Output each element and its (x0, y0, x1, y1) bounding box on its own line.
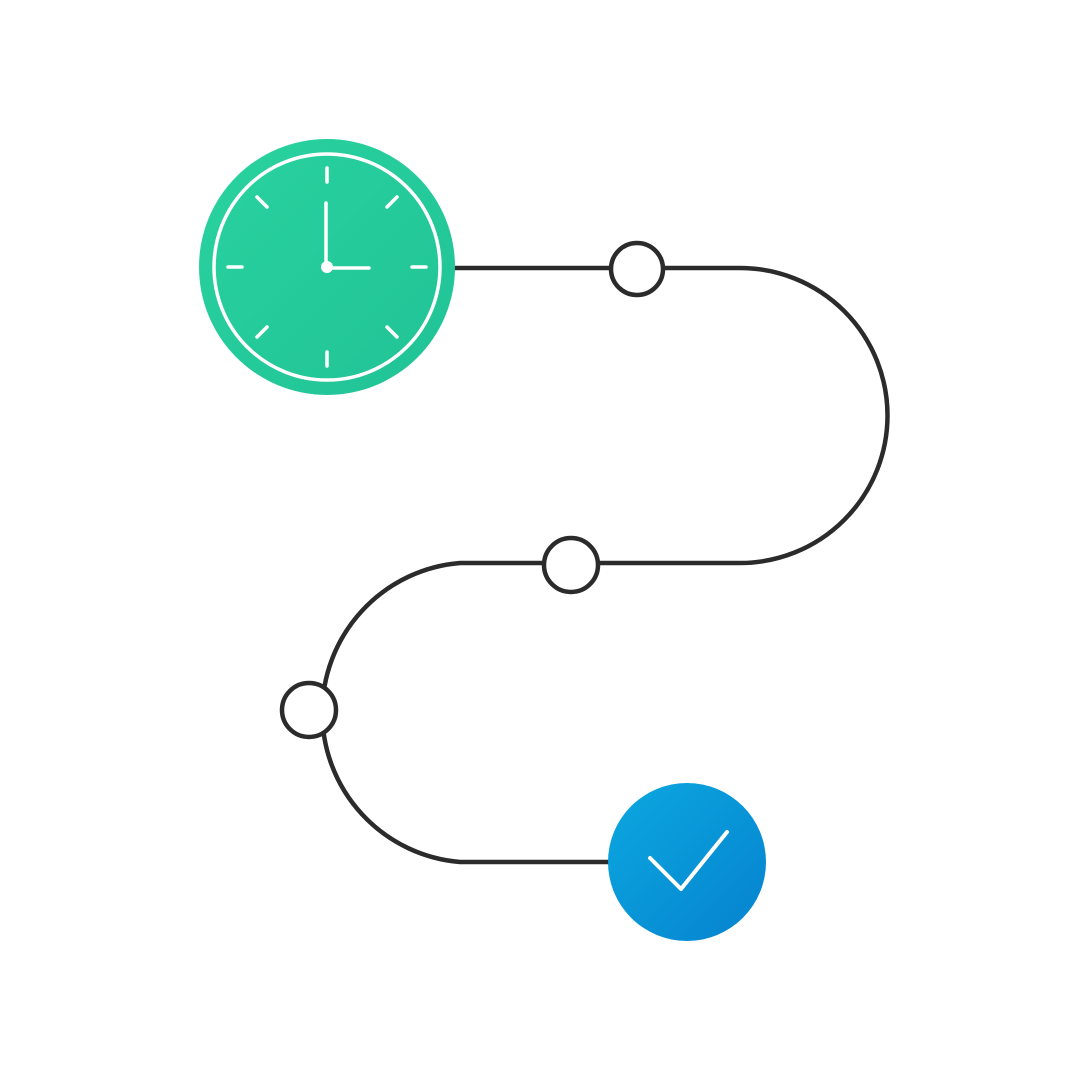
waypoint-1 (608, 240, 666, 298)
clock-icon (199, 139, 455, 395)
waypoint-3 (279, 680, 339, 740)
clock-ticks (226, 166, 428, 368)
checkmark-icon (608, 783, 766, 941)
waypoint-2 (541, 535, 601, 595)
winding-path (319, 265, 890, 865)
